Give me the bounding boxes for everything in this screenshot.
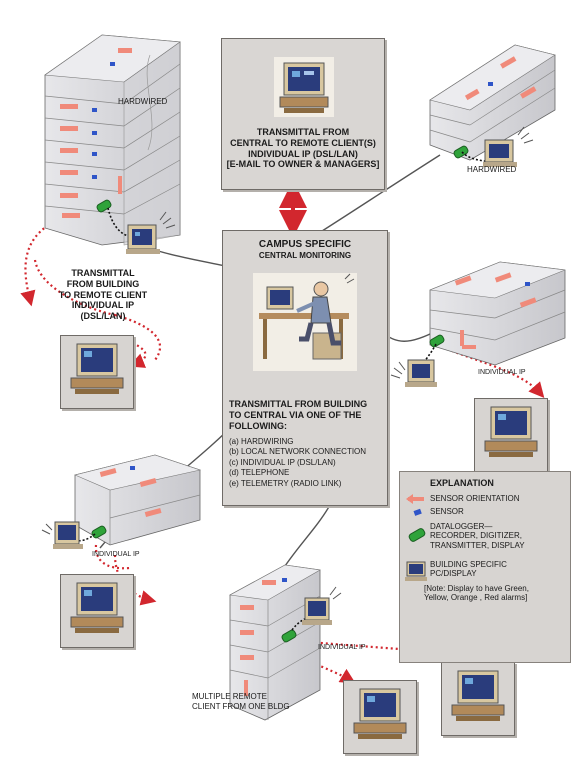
technician-workstation-icon [253, 273, 357, 371]
building-right-top-icon [429, 44, 556, 161]
remote-client-left-lower [60, 574, 134, 648]
remote-client-right-mid [474, 398, 548, 472]
computer-icon [70, 582, 124, 633]
computer-left-building-icon [126, 211, 176, 254]
left-transmittal-line-5: (DSL/LAN) [80, 311, 126, 322]
label-individual-ip-right: INDIVIDUAL IP [478, 369, 526, 376]
building-pc-icon [405, 561, 427, 581]
sensor-dot-icon [413, 508, 422, 516]
multiple-remote-line-2: CLIENT FROM ONE BLDG [192, 702, 290, 711]
left-transmittal-line-2: FROM BUILDING [66, 278, 140, 289]
central-via-line-1: TRANSMITTAL FROM BUILDING [229, 399, 368, 409]
building-right-mid-icon [429, 261, 566, 366]
top-box-line-3: INDIVIDUAL IP (DSL/LAN) [248, 148, 358, 159]
datalogger-left-top-icon [96, 199, 112, 213]
computer-left-lower-icon [41, 521, 83, 549]
central-title-1: CAMPUS SPECIFIC [258, 239, 352, 250]
remote-client-bottom-1 [343, 680, 417, 754]
legend-building-pc-line-1: BUILDING SPECIFIC [430, 560, 507, 569]
building-bottom-icon [229, 564, 321, 721]
option-telemetry: (e) TELEMETRY (RADIO LINK) [229, 478, 342, 488]
computer-right-mid-icon [390, 359, 437, 387]
top-box-line-4: [E-MAIL TO OWNER & MANAGERS] [226, 159, 380, 170]
datalogger-right-top-icon [453, 145, 469, 159]
legend-note-line-1: [Note: Display to have Green, [424, 584, 529, 593]
label-hardwired-right: HARDWIRED [467, 165, 517, 174]
central-title-2: CENTRAL MONITORING [258, 250, 352, 260]
left-transmittal-line-4: INDIVIDUAL IP [71, 300, 135, 311]
computer-icon [484, 406, 538, 457]
datalogger-bottom-icon [281, 629, 297, 643]
option-hardwiring: (a) HARDWIRING [229, 437, 294, 446]
computer-top-icon [274, 57, 334, 117]
computer-right-top-icon [483, 126, 534, 167]
explanation-legend: EXPLANATION SENSOR ORIENTATION SENSOR DA… [399, 471, 571, 663]
left-lower-ip-path-a [94, 544, 131, 570]
remote-client-bottom-2 [441, 662, 515, 736]
label-individual-ip-left: INDIVIDUAL IP [92, 551, 140, 558]
left-top-ip-path-up [20, 206, 101, 307]
sensor-arrow-icon [406, 494, 424, 504]
datalogger-left-lower-icon [91, 525, 107, 539]
label-individual-ip-bottom: INDIVIDUAL IP [318, 644, 366, 651]
legend-datalogger-line-2: RECORDER, DIGITIZER, [430, 531, 523, 541]
computer-icon [353, 688, 407, 739]
legend-sensor: SENSOR [430, 507, 464, 516]
top-transmittal-box: TRANSMITTAL FROM CENTRAL TO REMOTE CLIEN… [221, 38, 385, 190]
multiple-remote-line-1: MULTIPLE REMOTE [192, 692, 267, 701]
computer-icon [70, 343, 124, 394]
legend-note-line-2: Yellow, Orange , Red alarms] [424, 593, 528, 603]
legend-datalogger-line-3: TRANSMITTER, DISPLAY [430, 540, 525, 550]
label-hardwired-left: HARDWIRED [118, 97, 168, 106]
legend-building-pc-line-2: PC/DISPLAY [430, 569, 477, 579]
computer-icon [451, 670, 505, 721]
datalogger-icon [408, 528, 426, 542]
top-box-line-2: CENTRAL TO REMOTE CLIENT(S) [230, 137, 376, 148]
line-right-mid-to-central [379, 329, 439, 342]
left-transmittal-line-3: TO REMOTE CLIENT [58, 289, 148, 300]
building-left-tall-icon [44, 34, 181, 246]
central-monitoring-box: CAMPUS SPECIFIC CENTRAL MONITORING TRANS… [222, 230, 388, 506]
datalogger-right-mid-icon [429, 334, 445, 348]
building-left-lower-icon [74, 454, 202, 546]
left-top-ip-path [33, 259, 162, 361]
top-box-line-1: TRANSMITTAL FROM [256, 127, 350, 137]
left-lower-ip-path [113, 554, 157, 606]
legend-datalogger-line-1: DATALOGGER— [430, 522, 493, 531]
option-individual-ip: (c) INDIVIDUAL IP (DSL/LAN) [229, 457, 336, 467]
computer-bottom-building-icon [302, 586, 342, 625]
central-via-line-2: TO CENTRAL VIA ONE OF THE [229, 409, 362, 420]
legend-title: EXPLANATION [430, 478, 494, 488]
left-transmittal-line-1: TRANSMITTAL [71, 268, 135, 278]
legend-sensor-orientation: SENSOR ORIENTATION [430, 494, 520, 503]
option-local-network: (b) LOCAL NETWORK CONNECTION [229, 447, 367, 457]
central-via-line-3: FOLLOWING: [229, 420, 287, 431]
option-telephone: (d) TELEPHONE [229, 468, 290, 478]
remote-client-left-top [60, 335, 134, 409]
